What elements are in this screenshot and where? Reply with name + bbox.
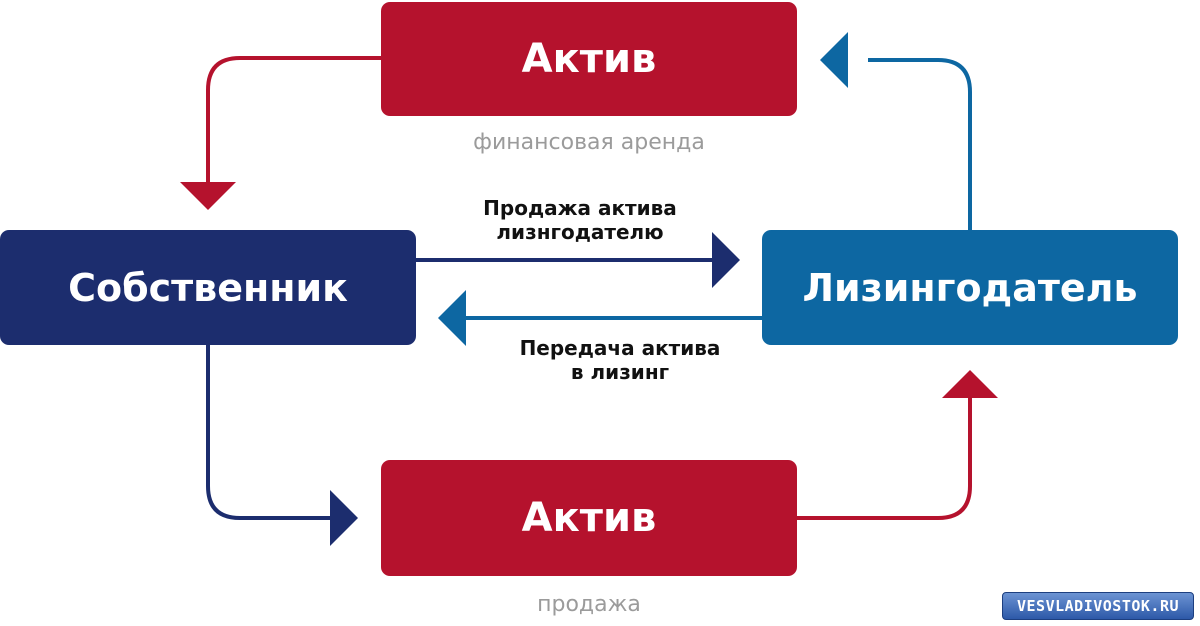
node-asset-top: Актив [381,2,797,116]
arrow-asset-to-lessor [797,398,972,520]
edge-label-transfer-line1: Передача актива [519,336,721,360]
arrow-owner-to-asset-head [330,490,358,546]
node-lessor-label: Лизингодатель [802,265,1138,310]
arrow-lessor-to-asset-head [820,32,848,88]
node-asset-bottom-label: Актив [521,495,657,541]
caption-sale: продажа [537,592,641,617]
arrow-asset-to-owner [206,56,381,182]
watermark-text: VESVLADIVOSTOK.RU [1016,597,1180,615]
edge-label-transfer-line2: в лизинг [570,360,670,384]
node-asset-bottom: Актив [381,460,797,576]
arrow-asset-to-lessor-head [942,370,998,398]
caption-financial-lease: финансовая аренда [473,130,705,155]
node-owner-label: Собственник [68,265,348,310]
edge-label-sale-line1: Продажа актива [483,196,677,220]
node-asset-top-label: Актив [521,36,657,82]
watermark-badge: VESVLADIVOSTOK.RU [1002,592,1194,620]
node-lessor: Лизингодатель [762,230,1178,345]
arrow-owner-to-asset [206,345,330,520]
arrow-lessor-to-owner-head [438,290,466,346]
edge-label-transfer-to-lease: Передача актива в лизинг [460,336,780,384]
arrow-owner-to-lessor-head [712,232,740,288]
edge-label-sale-line2: лизнгодателю [496,220,664,244]
edge-label-sale-to-lessor: Продажа актива лизнгодателю [420,196,740,244]
arrow-lessor-to-asset [868,58,972,230]
arrow-asset-to-owner-head [180,182,236,210]
node-owner: Собственник [0,230,416,345]
